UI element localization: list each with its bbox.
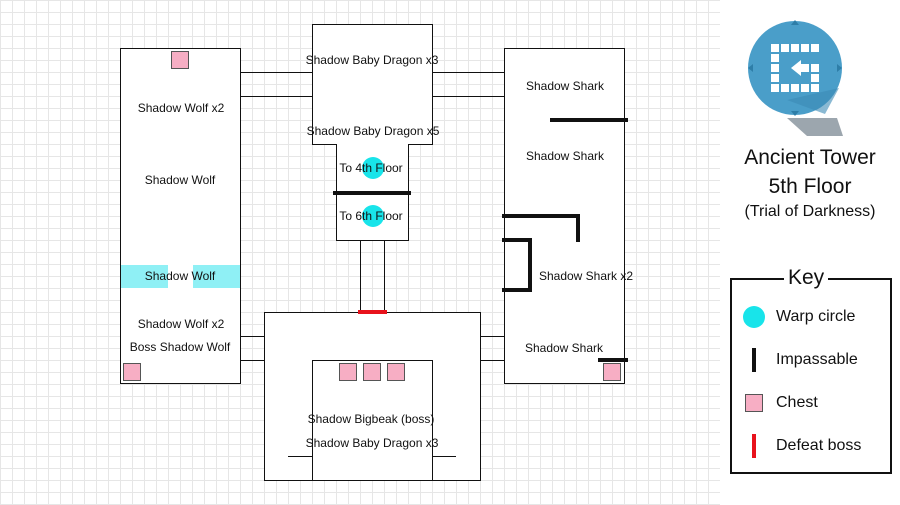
corridor-left-bottom-a: [240, 336, 264, 337]
enemy-label: Shadow Baby Dragon x3: [305, 53, 439, 67]
key-label: Chest: [776, 394, 818, 411]
impassable-icon: [752, 348, 756, 372]
enemy-label: Shadow Wolf x2: [137, 101, 225, 115]
warp-label-4th: To 4th Floor: [339, 161, 403, 175]
chest-icon: [171, 51, 189, 69]
warp-circle-icon: [743, 306, 765, 328]
chest-icon: [363, 363, 381, 381]
title-line1: Ancient Tower: [744, 146, 876, 169]
chest-icon: [123, 363, 141, 381]
corridor-vertical-b: [384, 240, 385, 312]
enemy-label: Shadow Baby Dragon x5: [306, 124, 440, 138]
impassable-wall: [576, 214, 580, 242]
corridor-left-bottom-b: [240, 360, 264, 361]
key-label: Defeat boss: [776, 437, 862, 454]
dungeon-map: Shadow Wolf x2 Shadow Wolf Shadow Wolf S…: [0, 0, 720, 505]
key-row-warp: Warp circle: [732, 302, 892, 332]
enemy-label: Shadow Shark: [525, 79, 605, 93]
corridor-right-bottom-a: [480, 336, 504, 337]
impassable-wall: [333, 191, 411, 195]
corridor-right-top-a: [432, 72, 504, 73]
corridor-right-top-b: [432, 96, 504, 97]
enemy-label: Shadow Wolf: [144, 269, 216, 283]
cyan-tile-2: [193, 265, 240, 288]
title-line3: (Trial of Darkness): [744, 203, 876, 220]
enemy-label: Boss Shadow Wolf: [129, 340, 231, 354]
impassable-wall: [598, 358, 628, 362]
enemy-label: Shadow Bigbeak (boss): [307, 412, 435, 426]
defeat-boss-door: [358, 310, 387, 314]
left-tower-room: [120, 48, 241, 384]
enemy-label: Shadow Wolf x2: [137, 317, 225, 331]
warp-circle-icon: [362, 157, 384, 179]
impassable-wall: [502, 238, 532, 242]
enemy-label: Shadow Shark x2: [538, 269, 634, 283]
boss-ledge-right: [432, 456, 456, 457]
impassable-wall: [502, 214, 580, 218]
warp-circle-icon: [362, 205, 384, 227]
enemy-label: Shadow Shark: [525, 149, 605, 163]
corridor-right-bottom-b: [480, 360, 504, 361]
warp-label-6th: To 6th Floor: [339, 209, 403, 223]
key-row-chest: Chest: [732, 388, 892, 418]
impassable-wall: [502, 288, 532, 292]
chest-icon: [603, 363, 621, 381]
enemy-label: Shadow Wolf: [144, 173, 216, 187]
impassable-wall: [550, 118, 628, 122]
key-row-boss: Defeat boss: [732, 431, 892, 461]
top-center-room: [312, 24, 433, 145]
key-label: Impassable: [776, 351, 858, 368]
chest-icon: [387, 363, 405, 381]
boss-ledge-left: [288, 456, 312, 457]
map-key: Key Warp circle Impassable Chest Defeat …: [730, 266, 892, 474]
cyan-tile-1: [121, 265, 168, 288]
corridor-left-top-b: [240, 96, 312, 97]
enemy-label: Shadow Shark: [524, 341, 604, 355]
chest-icon: [339, 363, 357, 381]
key-label: Warp circle: [776, 308, 856, 325]
corridor-vertical-a: [360, 240, 361, 312]
compass-tower-icon: [747, 18, 843, 136]
enemy-label: Shadow Baby Dragon x3: [305, 436, 439, 450]
key-title: Key: [784, 266, 829, 290]
corridor-left-top-a: [240, 72, 312, 73]
key-row-impassable: Impassable: [732, 345, 892, 375]
impassable-wall: [528, 238, 532, 292]
defeat-boss-icon: [752, 434, 756, 458]
title-line2: 5th Floor: [768, 175, 852, 198]
chest-icon: [745, 394, 763, 412]
